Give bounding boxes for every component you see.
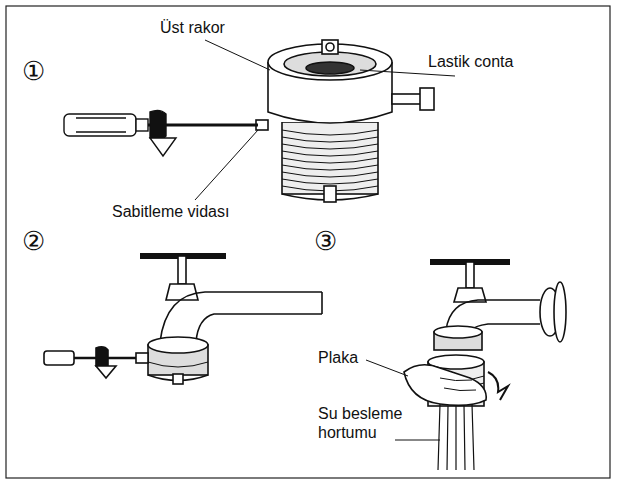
part-label: Lastik conta [428, 52, 568, 71]
faucet-drawing [44, 256, 322, 384]
part-label: Plaka [318, 348, 398, 367]
part-label: Sabitleme vidası [112, 202, 292, 221]
part-label: Su besleme hortumu [318, 404, 418, 442]
frame-border [6, 6, 610, 478]
hose-connection-drawing [404, 262, 566, 470]
screwdriver [64, 110, 258, 156]
leader-lines [195, 40, 455, 440]
callout-number: ② [22, 226, 62, 257]
part-label: Üst rakor [160, 18, 280, 37]
callout-number: ③ [314, 226, 354, 257]
callout-number: ① [22, 56, 62, 87]
adapter-drawing [256, 40, 434, 202]
